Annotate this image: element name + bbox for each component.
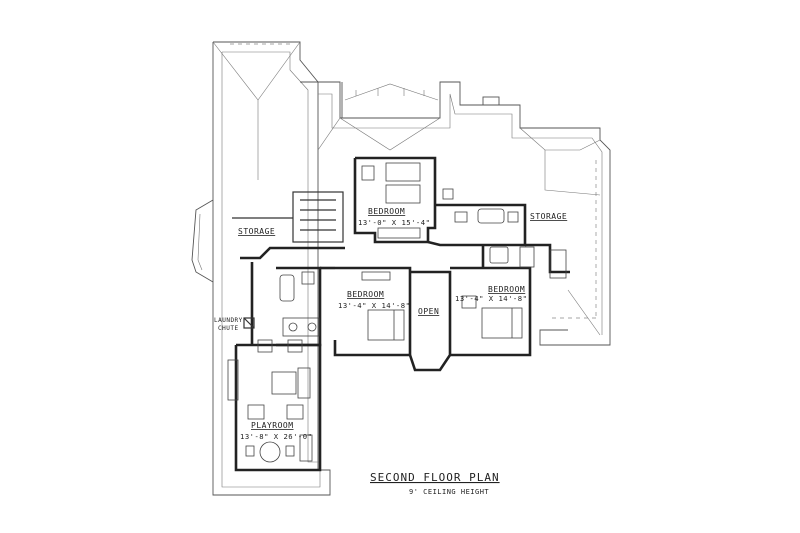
bedroom-mid-name: BEDROOM (347, 290, 384, 299)
plan-title: SECOND FLOOR PLAN (370, 471, 500, 484)
bedroom-top-name: BEDROOM (368, 207, 405, 216)
storage-right-label: STORAGE (530, 212, 567, 221)
bedroom-right-name: BEDROOM (488, 285, 525, 294)
bedroom-right-size: 13'-4" X 14'-8" (455, 294, 527, 303)
furniture (227, 162, 523, 463)
laundry-chute-label-1: LAUNDRY (214, 317, 243, 324)
playroom-name: PLAYROOM (251, 421, 294, 430)
bedroom-top-size: 13'-0" X 15'-4" (358, 218, 430, 227)
plan-subtitle: 9' CEILING HEIGHT (409, 488, 489, 496)
playroom-size: 13'-8" X 26'-0" (240, 432, 312, 441)
roof-outline (191, 41, 611, 496)
storage-left-label: STORAGE (238, 227, 275, 236)
walls (232, 156, 570, 472)
laundry-chute-label-2: CHUTE (218, 325, 239, 332)
bedroom-mid-size: 13'-4" X 14'-8" (338, 301, 410, 310)
open-label: OPEN (418, 307, 439, 316)
